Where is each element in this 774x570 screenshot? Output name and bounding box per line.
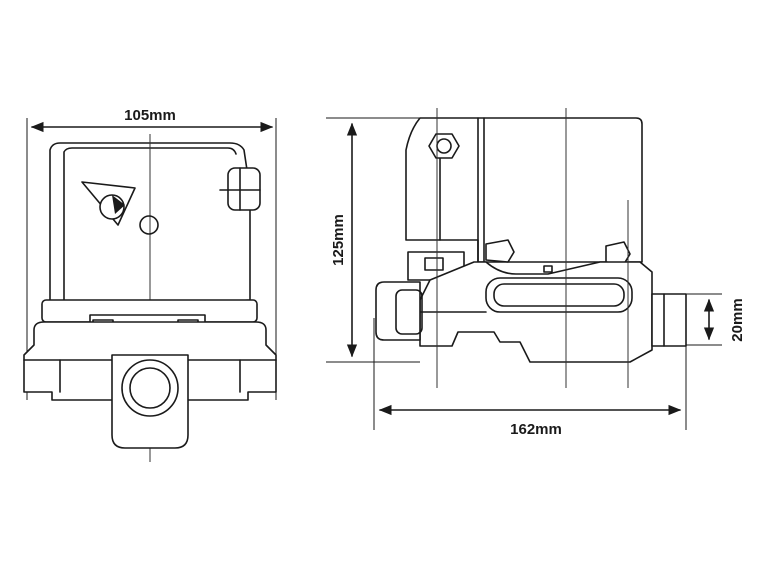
indicator-light [139,215,159,235]
speed-selector-icon [81,181,136,226]
inlet-port-side [375,281,421,341]
length-label: 162mm [510,421,562,438]
height-label: 125mm [330,214,347,266]
side-knob [227,167,261,211]
outlet-label: 20mm [729,298,746,341]
side-view [326,108,722,430]
width-label: 105mm [124,107,176,124]
front-view [23,118,277,462]
outlet-port-side [651,293,687,347]
bolt-icon [428,133,460,159]
